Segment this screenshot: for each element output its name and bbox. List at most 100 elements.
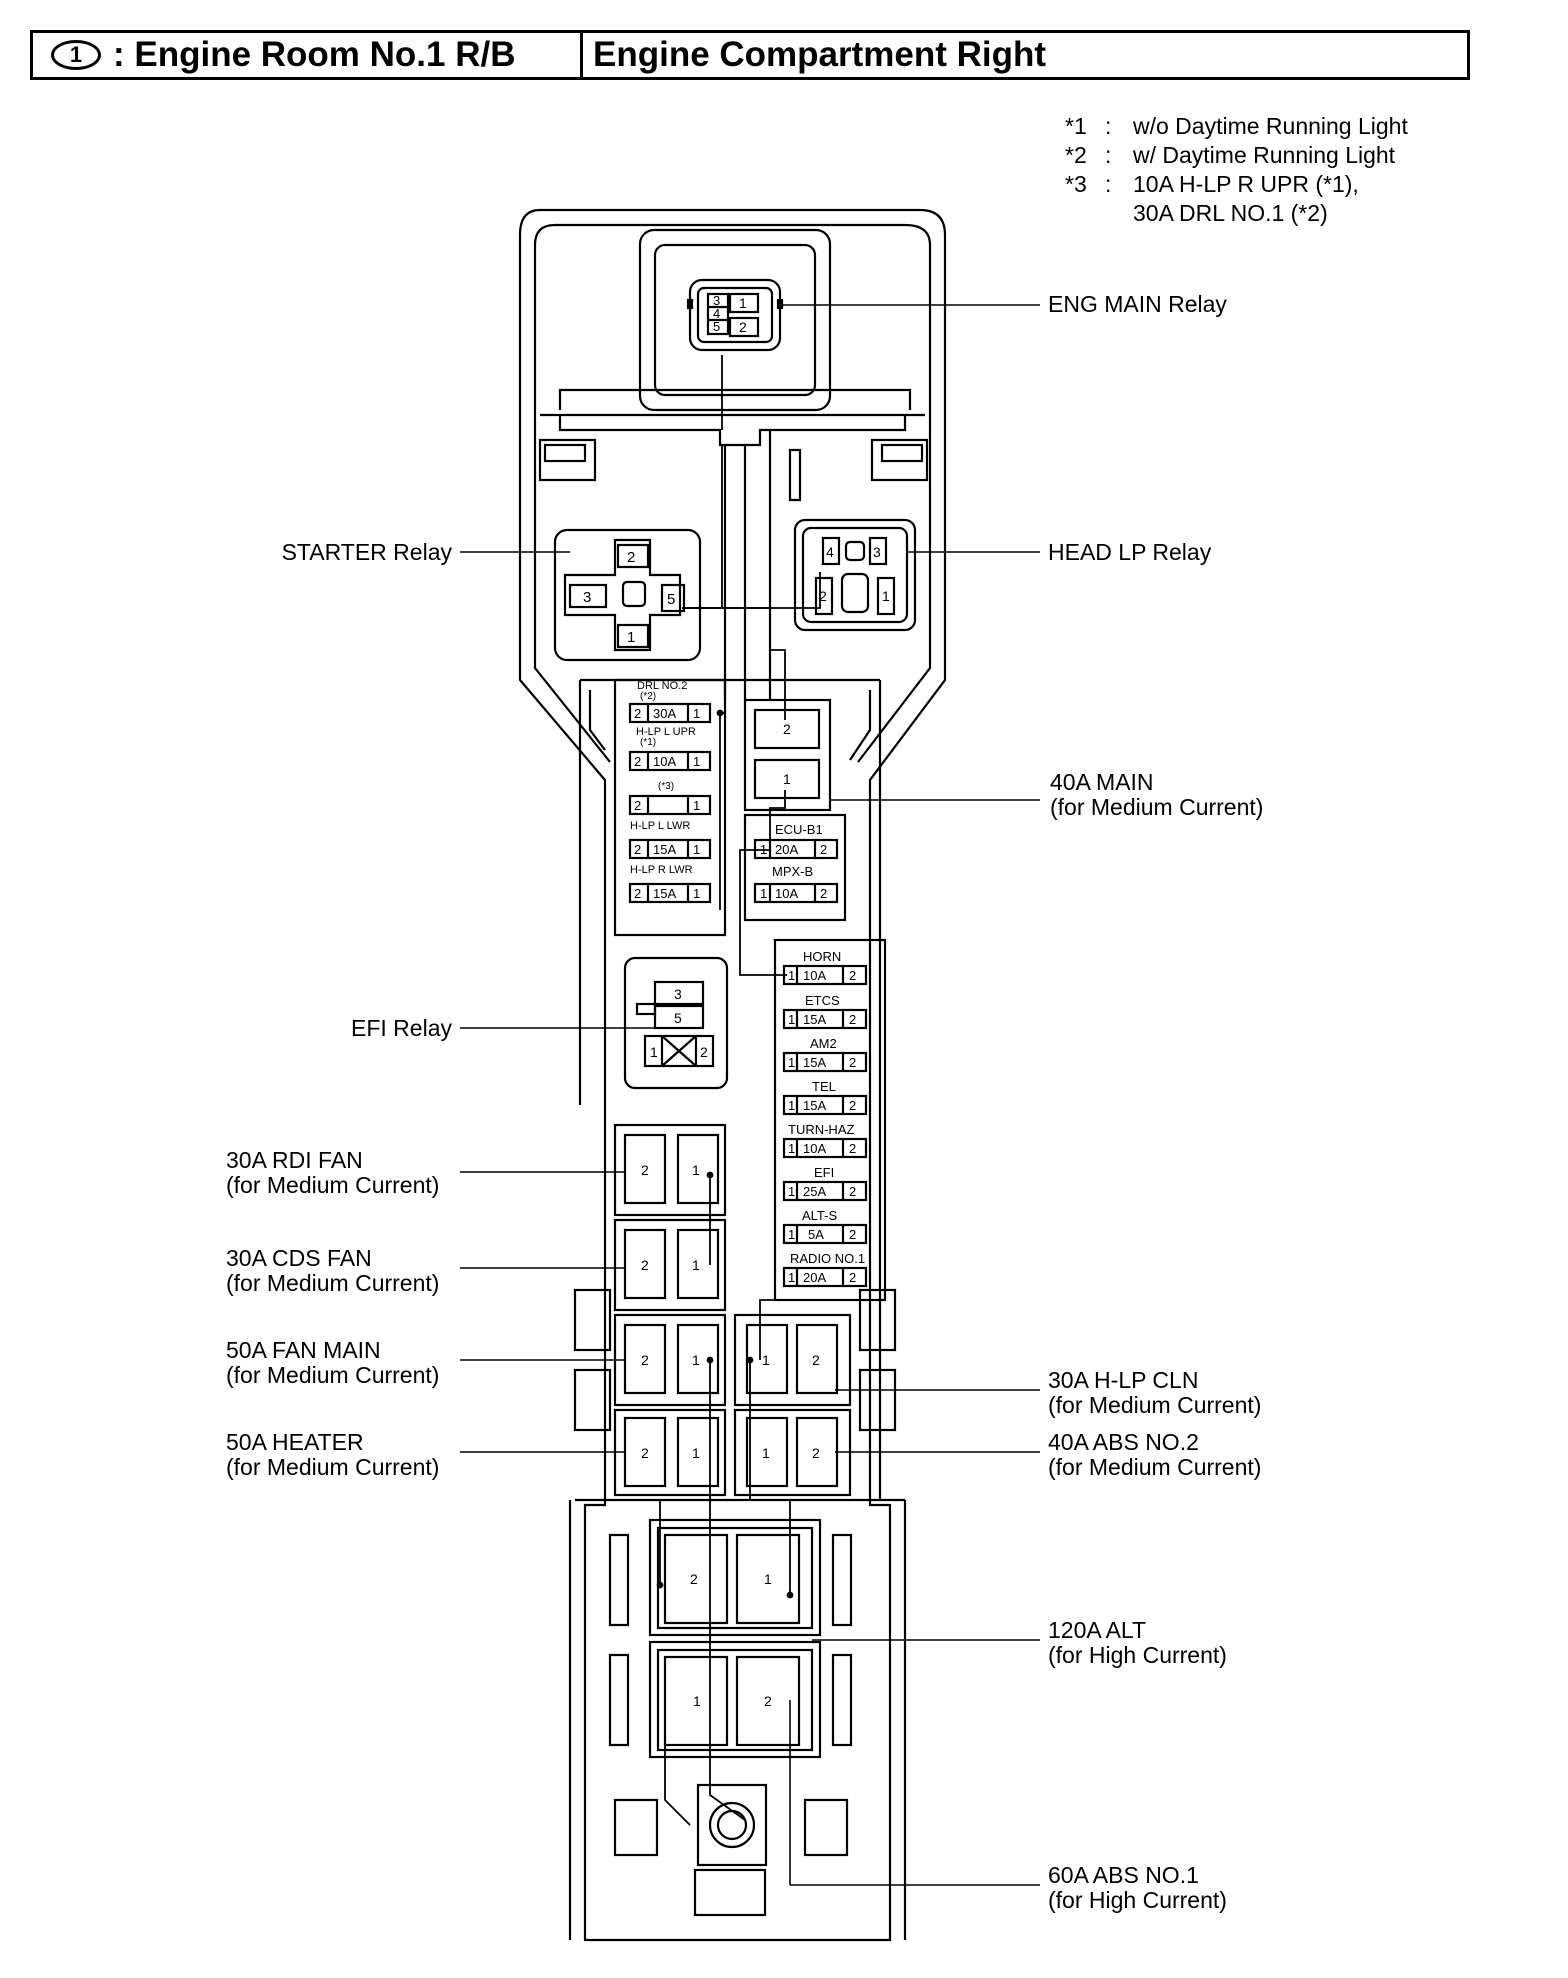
- svg-text:1: 1: [627, 629, 635, 646]
- svg-text:5: 5: [674, 1010, 682, 1026]
- high-current-fuses: 2 1 1 2: [608, 1518, 853, 1759]
- svg-text:(*1): (*1): [640, 737, 656, 748]
- svg-text:30A: 30A: [653, 706, 676, 721]
- note-3: *3: 10A H-LP R UPR (*1),: [1065, 171, 1359, 197]
- svg-text:(for Medium Current): (for Medium Current): [1050, 794, 1263, 820]
- svg-text:1: 1: [788, 1012, 795, 1027]
- svg-text:1: 1: [693, 886, 700, 901]
- svg-text:1: 1: [693, 842, 700, 857]
- svg-text:1: 1: [650, 1044, 658, 1060]
- svg-text:(for High Current): (for High Current): [1048, 1642, 1227, 1668]
- svg-text:15A: 15A: [653, 842, 676, 857]
- svg-text:2: 2: [634, 754, 641, 769]
- svg-text:2: 2: [812, 1352, 820, 1368]
- svg-text:2: 2: [820, 842, 827, 857]
- label-starter: STARTER Relay: [282, 539, 453, 565]
- svg-text:2: 2: [849, 1184, 856, 1199]
- svg-text:1: 1: [693, 706, 700, 721]
- svg-text:H-LP R LWR: H-LP R LWR: [630, 864, 693, 876]
- svg-text:20A: 20A: [803, 1270, 826, 1285]
- svg-text:2: 2: [641, 1445, 649, 1461]
- svg-text:2: 2: [783, 721, 791, 737]
- main-40a-fuse: 2 1: [743, 698, 832, 812]
- svg-text:1: 1: [692, 1257, 700, 1273]
- circled-number-icon: 1: [51, 40, 101, 70]
- svg-text:(for Medium Current): (for Medium Current): [226, 1362, 439, 1388]
- svg-text:2: 2: [700, 1044, 708, 1060]
- svg-text:2: 2: [819, 588, 827, 604]
- svg-text:TURN-HAZ: TURN-HAZ: [788, 1122, 854, 1137]
- svg-text:2: 2: [627, 549, 635, 566]
- svg-text:2: 2: [634, 798, 641, 813]
- svg-text:(for Medium Current): (for Medium Current): [226, 1454, 439, 1480]
- svg-text:15A: 15A: [803, 1055, 826, 1070]
- label-alt: 120A ALT: [1048, 1617, 1146, 1643]
- svg-text:1: 1: [788, 1098, 795, 1113]
- svg-text:10A: 10A: [803, 968, 826, 983]
- svg-text:(*3): (*3): [658, 781, 674, 792]
- note-2: *2: w/ Daytime Running Light: [1065, 142, 1396, 168]
- svg-text:25A: 25A: [803, 1184, 826, 1199]
- svg-text:(for Medium Current): (for Medium Current): [226, 1270, 439, 1296]
- svg-text:2: 2: [764, 1693, 772, 1709]
- svg-text:1: 1: [764, 1571, 772, 1587]
- svg-text:2: 2: [641, 1352, 649, 1368]
- svg-text:2: 2: [634, 842, 641, 857]
- svg-text:1: 1: [762, 1445, 770, 1461]
- label-hlp-cln: 30A H-LP CLN: [1048, 1367, 1198, 1393]
- svg-text:1: 1: [788, 968, 795, 983]
- svg-text:4: 4: [713, 306, 720, 321]
- svg-text:2: 2: [739, 319, 747, 335]
- svg-text:(for Medium Current): (for Medium Current): [226, 1172, 439, 1198]
- svg-text:15A: 15A: [803, 1012, 826, 1027]
- svg-text:5A: 5A: [808, 1227, 824, 1242]
- location-title: Engine Compartment Right: [593, 35, 1047, 74]
- eng-main-relay: 3 4 5 1 2: [686, 278, 784, 352]
- right-fuse-column: HORN 1 10A 2 ETCS 1 15A 2 AM2 1 15A 2 TE…: [773, 938, 887, 1302]
- svg-text:2: 2: [849, 1055, 856, 1070]
- svg-text:3: 3: [713, 293, 720, 308]
- svg-text:EFI: EFI: [814, 1165, 834, 1180]
- svg-text:TEL: TEL: [812, 1079, 836, 1094]
- svg-text:(*2): (*2): [640, 691, 656, 702]
- svg-text:10A: 10A: [653, 754, 676, 769]
- label-abs1: 60A ABS NO.1: [1048, 1862, 1199, 1888]
- svg-text:RADIO NO.1: RADIO NO.1: [790, 1251, 865, 1266]
- svg-text:1: 1: [692, 1352, 700, 1368]
- svg-text:2: 2: [812, 1445, 820, 1461]
- svg-text:5: 5: [713, 319, 720, 334]
- hlp-abs-fuses: 1 2 1 2: [733, 1313, 852, 1497]
- svg-text:DRL NO.2: DRL NO.2: [637, 680, 687, 692]
- left-fuse-column: DRL NO.2 (*2) 2 30A 1 H-LP L UPR (*1) 2 …: [613, 678, 727, 937]
- svg-text:HORN: HORN: [803, 949, 841, 964]
- label-efi-relay: EFI Relay: [351, 1015, 452, 1041]
- svg-text:2: 2: [849, 1141, 856, 1156]
- svg-text:1: 1: [762, 1352, 770, 1368]
- svg-text:1: 1: [739, 295, 747, 311]
- internal-wiring: [656, 355, 821, 1826]
- svg-text:3: 3: [674, 986, 682, 1002]
- label-eng-main: ENG MAIN Relay: [1048, 291, 1227, 317]
- svg-text:1: 1: [788, 1055, 795, 1070]
- svg-text:3: 3: [873, 544, 881, 560]
- svg-text:2: 2: [849, 1227, 856, 1242]
- note-1: *1: w/o Daytime Running Light: [1065, 113, 1408, 139]
- svg-text:2: 2: [641, 1257, 649, 1273]
- svg-text:H-LP L UPR: H-LP L UPR: [636, 726, 696, 738]
- label-heater: 50A HEATER: [226, 1429, 364, 1455]
- svg-text:2: 2: [820, 886, 827, 901]
- svg-text:2: 2: [849, 1270, 856, 1285]
- svg-text:2: 2: [634, 886, 641, 901]
- svg-text:2: 2: [849, 968, 856, 983]
- svg-text:MPX-B: MPX-B: [772, 864, 813, 879]
- svg-text:5: 5: [667, 591, 675, 608]
- leader-lines: [460, 304, 1040, 1886]
- head-lp-relay: 4 3 2 1: [793, 518, 917, 632]
- fan-fuses: 2 1 2 1 2 1 2 1: [613, 1123, 727, 1497]
- svg-text:H-LP L LWR: H-LP L LWR: [630, 820, 690, 832]
- label-rdi-fan: 30A RDI FAN: [226, 1147, 363, 1173]
- svg-text:2: 2: [849, 1012, 856, 1027]
- svg-text:1: 1: [783, 771, 791, 787]
- label-main-40a: 40A MAIN: [1050, 769, 1154, 795]
